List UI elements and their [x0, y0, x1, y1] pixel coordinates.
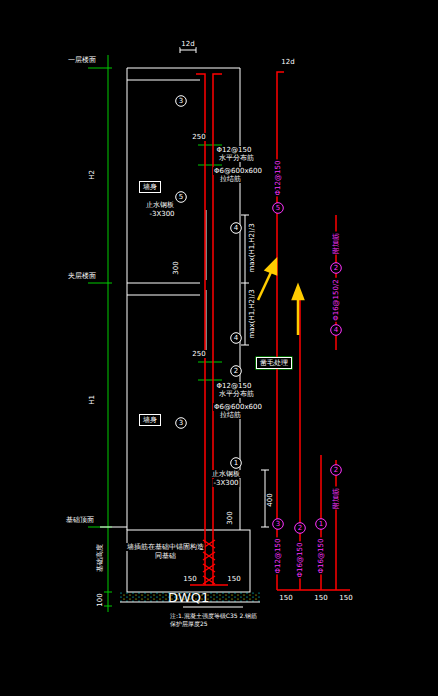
annotation-label: 水平分布筋 [218, 154, 255, 162]
annotation-label: Φ12@150 [216, 146, 253, 154]
callout-circle: 2 [294, 522, 306, 534]
annotation-label: -3X300 [148, 210, 175, 218]
annotation-label: 150 [313, 594, 328, 602]
node-text: 4 [234, 334, 238, 342]
node-text: 4 [234, 224, 238, 232]
annotation-label: Φ16@150 [317, 538, 325, 575]
node-text: 2 [234, 367, 238, 375]
annotation-label: H2 [88, 169, 96, 181]
annotation-label: Φ12@150 [274, 160, 282, 197]
callout-circle: 2 [330, 262, 342, 274]
drawing-title: DWQ1 [168, 590, 209, 605]
annotation-label: max(H1,H2)/3 [248, 222, 256, 273]
annotation-label: 150 [338, 594, 353, 602]
node-text: 墙身 [143, 416, 157, 424]
annotation-label: 300 [226, 510, 234, 525]
node-text: 2 [334, 466, 338, 474]
node-text: 5 [276, 204, 280, 212]
node-text: 墙身 [143, 183, 157, 191]
annotation-label: 夹层楼面 [67, 272, 97, 280]
callout-circle: 2 [230, 365, 242, 377]
annotation-label: Φ12@150 [274, 538, 282, 575]
callout-circle: 4 [330, 324, 342, 336]
annotation-label: 150 [278, 594, 293, 602]
callout-circle: 4 [230, 222, 242, 234]
annotation-label: 基础顶面 [65, 516, 95, 524]
callout-circle: 1 [230, 457, 242, 469]
callout-circle: 3 [175, 95, 187, 107]
annotation-label: 附加筋 [332, 232, 340, 255]
callout-circle: 5 [175, 191, 187, 203]
annotation-label: Φ6@600x600 [213, 167, 263, 175]
annotation-label: 150 [226, 575, 241, 583]
callout-circle: 2 [330, 464, 342, 476]
annotation-label: 250 [191, 350, 206, 358]
annotation-label: 12d [180, 40, 195, 48]
node-text: 3 [179, 419, 183, 427]
annotation-label: 同基础 [154, 552, 177, 560]
node-text: 1 [319, 520, 323, 528]
annotation-label: 12d [280, 58, 295, 66]
drawing-notes: 注:1.混凝土强度等级C35 2.钢筋保护层厚度25 [170, 612, 262, 628]
callout-circle: 3 [175, 417, 187, 429]
annotation-label: 100 [96, 592, 104, 607]
node-text: 5 [179, 193, 183, 201]
annotation-label: Φ12@150 [216, 382, 253, 390]
node-text: 3 [179, 97, 183, 105]
label-box: 墙身 [139, 181, 161, 193]
node-text: 2 [334, 264, 338, 272]
annotation-label: 附加筋 [332, 487, 340, 510]
annotation-label: H1 [88, 394, 96, 406]
callout-circle: 5 [272, 202, 284, 214]
annotation-label: 150 [182, 575, 197, 583]
annotation-label: Φ16@150/2 [332, 278, 340, 322]
node-text: 1 [234, 459, 238, 467]
annotation-label: max(H1,H2)/3 [248, 288, 256, 339]
annotation-label: Φ6@600x600 [213, 403, 263, 411]
annotation-label: 250 [191, 133, 206, 141]
callout-circle: 4 [230, 332, 242, 344]
annotation-label: 基础高度 [96, 543, 104, 573]
annotation-label: 300 [172, 260, 180, 275]
label-box: 凿毛处理 [256, 357, 292, 369]
annotation-label: -3X300 [212, 479, 239, 487]
annotation-label: 止水钢板 [211, 470, 241, 478]
annotation-label: 墙插筋在基础中锚固构造 [126, 543, 205, 551]
annotation-label: 400 [266, 492, 274, 507]
annotation-label: 止水钢板 [145, 201, 175, 209]
annotation-label: 拉结筋 [219, 175, 242, 183]
node-text: 凿毛处理 [260, 359, 288, 367]
callout-circle: 1 [315, 518, 327, 530]
annotation-label: 水平分布筋 [218, 390, 255, 398]
node-text: 4 [334, 326, 338, 334]
annotation-label: 一层楼面 [67, 56, 97, 64]
annotation-label: Φ16@150 [296, 542, 304, 579]
node-text: 3 [276, 520, 280, 528]
node-text: 2 [298, 524, 302, 532]
annotation-label: 拉结筋 [219, 411, 242, 419]
label-box: 墙身 [139, 414, 161, 426]
callout-circle: 3 [272, 518, 284, 530]
